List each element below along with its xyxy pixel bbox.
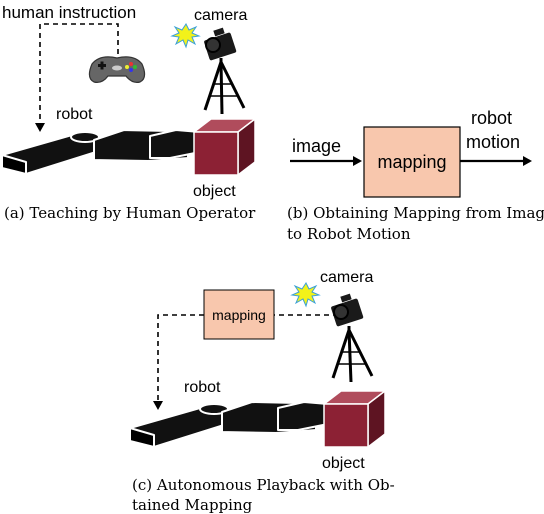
mapping-box-c [203,289,275,340]
robot-arm-c [129,401,329,448]
caption-b-line1: (b) Obtaining Mapping from Image [287,204,544,222]
robot-label-a: robot [56,106,93,123]
camera-icon [204,27,237,61]
mapping-to-robot-dashed-arrow [153,314,204,410]
flash-icon-c [290,282,321,308]
mapping-box-b [363,126,461,198]
robot-label-c: robot [184,379,221,396]
tripod-icon [203,58,246,115]
camera-icon-c [331,293,364,327]
gamepad-icon [88,56,146,83]
panel-b: image mapping robot motion (b) Obtaining… [287,108,544,243]
mapping-label-b: mapping [377,152,446,172]
caption-b-line2: to Robot Motion [287,225,411,243]
object-cube-c [323,390,386,448]
object-label-a: object [193,183,236,200]
robot-motion-label-2: motion [466,132,520,152]
flash-icon [170,23,201,49]
caption-c-line2: tained Mapping [132,496,253,514]
robot-motion-label-1: robot [471,108,512,128]
camera-label-c: camera [320,269,373,286]
camera-label-a: camera [194,7,247,24]
mapping-label-c: mapping [212,307,266,323]
image-label: image [292,136,341,156]
panel-a: human instruction camera [1,3,256,222]
human-instruction-label: human instruction [2,3,136,22]
tripod-icon-c [331,326,374,383]
robot-arm-a [1,129,201,175]
panel-c: camera mapping robot [129,269,395,514]
caption-c-line1: (c) Autonomous Playback with Ob- [132,476,395,494]
object-label-c: object [322,455,365,472]
caption-a: (a) Teaching by Human Operator [4,204,256,222]
object-cube-a [193,118,256,176]
